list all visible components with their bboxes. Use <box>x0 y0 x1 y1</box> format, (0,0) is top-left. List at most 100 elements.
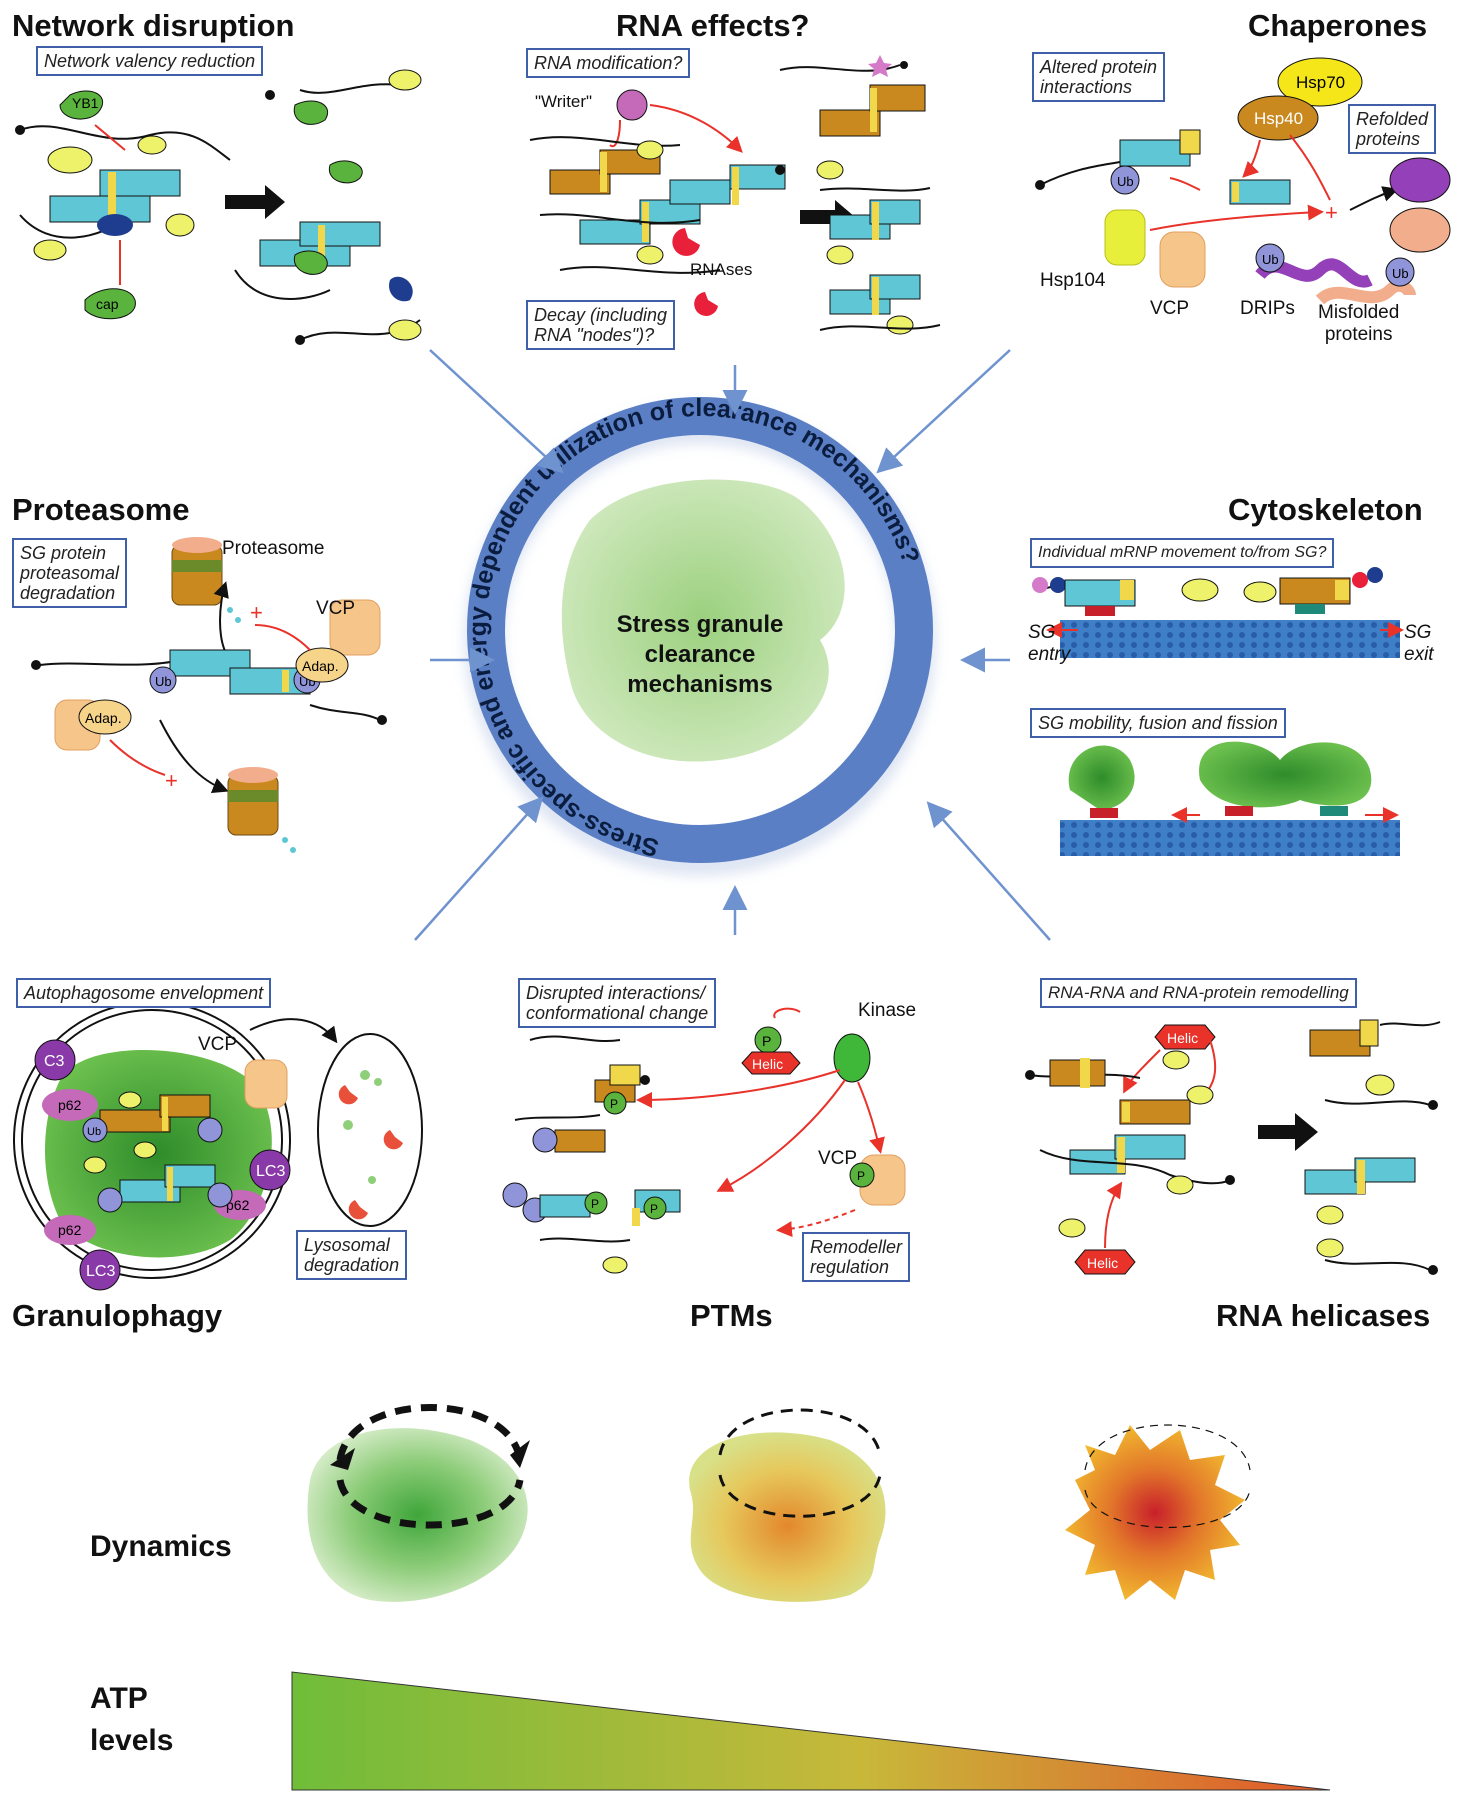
rna-modification-box: RNA modification? <box>526 48 691 78</box>
rna-decay-line-1: Decay (including <box>534 305 668 325</box>
core-line-3: mechanisms <box>627 671 772 698</box>
lysosomal-line-2: degradation <box>304 1255 400 1275</box>
adap-label-right: Adap. <box>302 658 339 674</box>
rna-decay-box: Decay (including RNA "nodes")? <box>526 300 676 350</box>
lysosomal-box: Lysosomal degradation <box>296 1230 408 1280</box>
arrow-helicases <box>926 801 1051 941</box>
remodeller-line-2: regulation <box>810 1257 890 1277</box>
p-label-2: P <box>610 1097 618 1111</box>
proteasome-illustration: Ub Ub Adap. Adap. + + <box>31 537 387 853</box>
plus-prot-2: + <box>165 768 178 793</box>
dynamics-label: Dynamics <box>90 1530 232 1563</box>
granulophagy-illustration: C3 p62 LC3 p62 p62 LC3 Ub <box>13 1001 423 1291</box>
helicase-big-arrow <box>1258 1113 1318 1151</box>
misfolded-line-1: Misfolded <box>1318 302 1400 323</box>
vcp-label-ptm: VCP <box>818 1148 858 1169</box>
microtubule-bottom <box>1060 820 1400 856</box>
misfolded-label: Misfolded proteins <box>1318 302 1399 346</box>
rnases-label: RNAses <box>690 260 753 279</box>
sg-exit-line-2: exit <box>1404 644 1434 665</box>
dynamics-arc-low <box>1084 1424 1251 1471</box>
hsp70-shape <box>1277 57 1363 107</box>
clearance-ring <box>467 397 933 863</box>
writer-label: "Writer" <box>535 92 593 111</box>
atp-line-2: levels <box>90 1724 174 1757</box>
ub-label-chap-2: Ub <box>1262 252 1279 267</box>
hsp104-label: Hsp104 <box>1040 270 1106 291</box>
hsp40-shape <box>1237 95 1319 141</box>
converging-arrows <box>414 349 1051 941</box>
core-line-2: clearance <box>645 641 756 668</box>
c3-label: C3 <box>44 1053 65 1070</box>
drips-label: DRIPs <box>1240 298 1295 319</box>
rna-remodelling-box: RNA-RNA and RNA-protein remodelling <box>1040 978 1357 1008</box>
p-label-1: P <box>762 1033 771 1049</box>
refolded-line-1: Refolded <box>1356 109 1429 129</box>
vcp-shape-gran <box>244 1059 288 1109</box>
helic-label-1: Helic <box>1167 1030 1198 1046</box>
p-label-5: P <box>857 1169 865 1183</box>
prot-box-line-1: SG protein <box>20 543 107 563</box>
vcp-shape-prot <box>329 599 381 656</box>
kinase-label: Kinase <box>858 1000 917 1021</box>
dynamics-arc-mid <box>718 1408 882 1456</box>
network-disruption-illustration: YB1 cap <box>15 69 422 345</box>
lc3-label-1: LC3 <box>256 1163 285 1180</box>
arrow-network <box>429 349 564 474</box>
p62-label-3: p62 <box>58 1222 82 1238</box>
chaperones-title: Chaperones <box>1248 8 1428 43</box>
microtubule-top <box>1060 620 1400 658</box>
sg-mobility-box: SG mobility, fusion and fission <box>1030 708 1286 738</box>
arrow-granulophagy <box>414 796 544 941</box>
helic-label-2: Helic <box>1087 1255 1118 1271</box>
yb1-label-left: YB1 <box>72 95 99 111</box>
altered-line-1: Altered protein <box>1040 57 1158 77</box>
rna-effects-illustration <box>529 55 941 335</box>
altered-line-2: interactions <box>1040 77 1133 97</box>
sg-exit-line-1: SG <box>1404 622 1432 643</box>
sg-entry-line-2: entry <box>1028 644 1071 665</box>
p-label-3: P <box>591 1197 599 1211</box>
disrupted-interactions-box: Disrupted interactions/ conformational c… <box>518 978 717 1028</box>
sg-green-shape <box>307 1428 528 1602</box>
cytoskeleton-illustration <box>1032 567 1404 856</box>
ub-label-gran-1: Ub <box>87 1126 101 1138</box>
dynamics-row <box>307 1404 1251 1602</box>
ub-label-chap-1: Ub <box>1117 174 1134 189</box>
network-valency-box: Network valency reduction <box>36 46 264 76</box>
helic-label-ptm: Helic <box>752 1056 783 1072</box>
core-line-1: Stress granule <box>617 611 784 638</box>
proteasome-shape-bottom <box>227 774 279 836</box>
hsp40-label: Hsp40 <box>1254 109 1303 128</box>
refolded-line-2: proteins <box>1356 129 1421 149</box>
arrow-chaperones <box>876 349 1011 474</box>
vcp-label-gran: VCP <box>198 1034 238 1055</box>
rna-helicases-illustration: Helic Helic <box>1025 1019 1441 1275</box>
ptms-illustration: P Helic P P P P <box>502 1007 906 1274</box>
sg-red-shape <box>1065 1425 1245 1600</box>
sg-entry-label: SG entry <box>1028 622 1070 666</box>
disrupted-line-1: Disrupted interactions/ <box>526 983 706 1003</box>
lysosomal-line-1: Lysosomal <box>304 1235 390 1255</box>
altered-interactions-box: Altered protein interactions <box>1032 52 1166 102</box>
cytoskeleton-title: Cytoskeleton <box>1228 492 1423 527</box>
granulophagy-title: Granulophagy <box>12 1298 223 1333</box>
atp-gradient-triangle <box>291 1671 1331 1791</box>
sg-exit-label: SG exit <box>1404 622 1434 666</box>
vcp-label-prot: VCP <box>316 598 356 619</box>
ptms-title: PTMs <box>690 1298 773 1333</box>
mrnp-movement-box: Individual mRNP movement to/from SG? <box>1030 538 1335 568</box>
remodeller-line-1: Remodeller <box>810 1237 903 1257</box>
refolded-box: Refolded proteins <box>1348 104 1437 154</box>
autophagosome-box: Autophagosome envelopment <box>16 978 272 1008</box>
p62-label-1: p62 <box>58 1097 82 1113</box>
proteasome-shape-top <box>171 544 223 606</box>
ub-label-prot-1: Ub <box>155 674 172 689</box>
network-disruption-title: Network disruption <box>12 8 295 43</box>
hsp70-label: Hsp70 <box>1296 73 1345 92</box>
disrupted-line-2: conformational change <box>526 1003 709 1023</box>
atp-levels-label: ATP levels <box>90 1678 173 1762</box>
cap-label-left: cap <box>96 296 119 312</box>
adap-label-left: Adap. <box>85 710 122 726</box>
